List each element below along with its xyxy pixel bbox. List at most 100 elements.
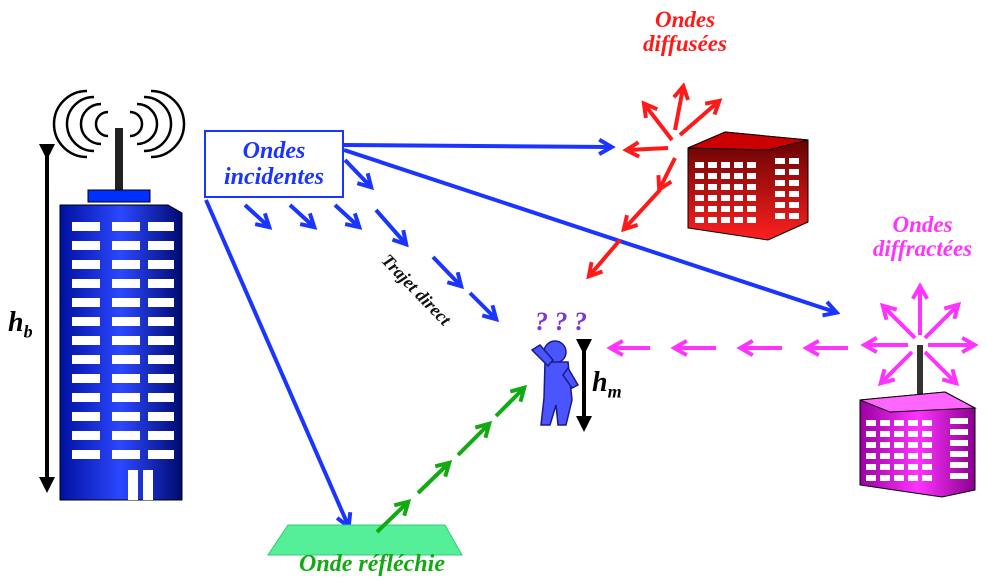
scattering-building-icon — [687, 131, 809, 241]
window — [72, 355, 100, 364]
window — [721, 173, 730, 179]
window — [908, 431, 918, 437]
window — [775, 213, 785, 219]
window — [112, 260, 140, 269]
question-marks: ? ? ? — [535, 307, 587, 336]
window — [112, 241, 140, 250]
window — [880, 464, 890, 470]
window — [72, 336, 100, 345]
window — [72, 317, 100, 326]
diffracted-waves — [612, 288, 973, 382]
window — [894, 464, 904, 470]
window — [894, 442, 904, 448]
diffracting-building-icon — [859, 345, 977, 498]
window — [695, 195, 704, 201]
window — [789, 180, 799, 186]
window — [112, 222, 140, 231]
reflected-wave-label: Onde réfléchie — [299, 551, 445, 577]
window — [148, 374, 174, 383]
window — [894, 475, 904, 481]
window — [112, 450, 140, 459]
window — [775, 191, 785, 197]
window — [866, 475, 876, 481]
window — [148, 260, 174, 269]
window — [148, 317, 174, 326]
window — [775, 169, 785, 175]
window — [708, 206, 717, 212]
window — [908, 464, 918, 470]
window — [148, 412, 174, 421]
window — [734, 217, 743, 223]
window — [148, 450, 174, 459]
window — [747, 184, 756, 190]
window — [112, 412, 140, 421]
window — [950, 462, 968, 468]
hb-main: h — [8, 307, 24, 338]
window — [112, 336, 140, 345]
window — [789, 158, 799, 164]
hm-main: h — [592, 367, 608, 398]
scattered-waves — [590, 88, 718, 275]
window — [950, 429, 968, 435]
window — [721, 217, 730, 223]
window — [775, 158, 785, 164]
window — [72, 374, 100, 383]
window — [775, 202, 785, 208]
window — [747, 217, 756, 223]
window — [72, 222, 100, 231]
diffracted-label-line2: diffractées — [872, 236, 973, 262]
window — [708, 184, 717, 190]
window — [747, 162, 756, 168]
window — [894, 431, 904, 437]
diffracted-waves-label: Ondes diffractées — [860, 212, 985, 262]
window — [747, 206, 756, 212]
window — [747, 173, 756, 179]
incident-waves — [204, 145, 835, 525]
window — [695, 184, 704, 190]
window — [866, 442, 876, 448]
window — [708, 195, 717, 201]
window — [950, 418, 968, 424]
window — [734, 206, 743, 212]
incident-waves-label-box: Ondes incidentes — [204, 130, 344, 198]
window — [922, 453, 932, 459]
hb-sub: b — [23, 321, 33, 342]
window — [721, 206, 730, 212]
window — [880, 431, 890, 437]
antenna-icon — [52, 89, 186, 190]
window — [950, 473, 968, 479]
window — [112, 279, 140, 288]
window — [880, 453, 890, 459]
window — [148, 393, 174, 402]
hb-label: hb — [8, 308, 33, 341]
window — [734, 162, 743, 168]
window — [950, 451, 968, 457]
window — [734, 173, 743, 179]
window — [112, 393, 140, 402]
window — [789, 191, 799, 197]
direct-path-arrows — [243, 158, 495, 318]
window — [922, 431, 932, 437]
window — [708, 173, 717, 179]
incident-label-line1: Ondes — [242, 137, 306, 164]
window — [112, 431, 140, 440]
window — [708, 217, 717, 223]
window — [148, 355, 174, 364]
window — [148, 431, 174, 440]
window — [721, 195, 730, 201]
window — [894, 453, 904, 459]
window — [695, 173, 704, 179]
window — [747, 195, 756, 201]
window — [880, 475, 890, 481]
window — [734, 184, 743, 190]
window — [721, 184, 730, 190]
window — [922, 475, 932, 481]
hm-label: hm — [592, 368, 622, 401]
incident-label-line2: incidentes — [224, 164, 324, 190]
window — [72, 279, 100, 288]
mobile-user-icon — [530, 340, 580, 426]
window — [148, 222, 174, 231]
window — [789, 169, 799, 175]
window — [721, 162, 730, 168]
